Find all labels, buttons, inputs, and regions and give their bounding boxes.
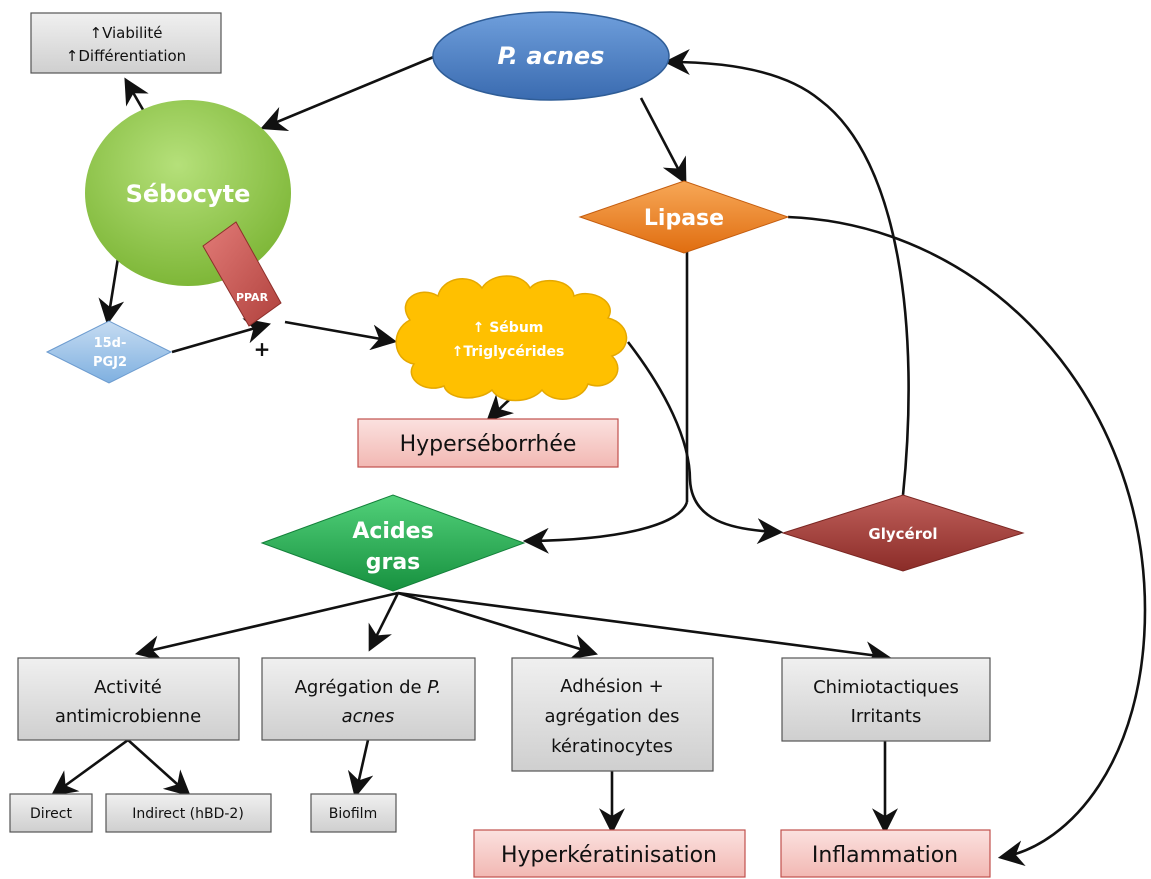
arrow-ppar-to-sebum bbox=[284, 320, 398, 351]
arrow-sebum-to-hyperseborrhee bbox=[486, 394, 515, 422]
adhesion-line1: Adhésion + bbox=[560, 676, 664, 697]
node-ppar: PPAR bbox=[202, 221, 282, 327]
glycerol-label: Glycérol bbox=[868, 525, 937, 543]
node-inflammation: Inflammation bbox=[780, 829, 991, 878]
plus-sign: + bbox=[254, 337, 271, 361]
agregation-line2: acnes bbox=[342, 706, 395, 727]
node-indirect: Indirect (hBD-2) bbox=[105, 793, 272, 833]
ppar-label: PPAR bbox=[236, 291, 269, 304]
indirect-label: Indirect (hBD-2) bbox=[132, 806, 244, 822]
agregation-line1-text: Agrégation de bbox=[295, 677, 428, 698]
arrow-acides-to-activite bbox=[134, 591, 399, 661]
arrow-acides-to-adhesion bbox=[397, 591, 598, 660]
arrow-agregation-to-biofilm bbox=[347, 739, 374, 799]
node-viability: ↑Viabilité ↑Différentiation bbox=[30, 12, 222, 74]
sebum-line2: ↑Triglycérides bbox=[452, 344, 565, 360]
node-biofilm: Biofilm bbox=[310, 793, 397, 833]
chimio-line1: Chimiotactiques bbox=[813, 677, 959, 698]
arrow-sebocyte-to-pgj2 bbox=[98, 257, 125, 326]
arrow-pacnes-to-lipase bbox=[639, 97, 687, 185]
acides-line1: Acides bbox=[352, 519, 433, 544]
node-adhesion: Adhésion + agrégation des kératinocytes bbox=[511, 657, 714, 772]
biofilm-label: Biofilm bbox=[329, 806, 377, 822]
hyperkeratinisation-label: Hyperkératinisation bbox=[501, 843, 717, 868]
node-direct: Direct bbox=[9, 793, 93, 833]
hyperseborrhee-label: Hyperséborrhée bbox=[400, 432, 577, 457]
adhesion-line2: agrégation des bbox=[544, 706, 679, 727]
acides-line2: gras bbox=[366, 550, 421, 575]
inflammation-label: Inflammation bbox=[812, 843, 958, 868]
arrow-pacnes-to-sebocyte bbox=[260, 54, 437, 132]
viability-line1: ↑Viabilité bbox=[90, 24, 163, 42]
node-sebocyte: Sébocyte bbox=[85, 100, 291, 286]
arrow-acides-to-agregation bbox=[368, 592, 400, 652]
arrow-activite-to-direct bbox=[50, 738, 129, 797]
node-activite: Activité antimicrobienne bbox=[17, 657, 240, 741]
connectors bbox=[50, 49, 1147, 867]
pgj2-line1: 15d- bbox=[94, 336, 127, 351]
pgj2-line2: PGJ2 bbox=[93, 355, 127, 370]
viability-line2: ↑Différentiation bbox=[66, 47, 186, 65]
direct-label: Direct bbox=[30, 806, 72, 822]
sebocyte-label: Sébocyte bbox=[126, 180, 251, 208]
agregation-line1-italic: P. bbox=[427, 677, 441, 698]
node-chimio: Chimiotactiques Irritants bbox=[781, 657, 991, 742]
agregation-line1: Agrégation de P. bbox=[295, 677, 442, 698]
arrow-sebum-to-glycerol bbox=[626, 341, 784, 545]
node-pgj2: 15d- PGJ2 bbox=[45, 320, 173, 384]
arrow-acides-to-chimio bbox=[397, 591, 892, 668]
node-glycerol: Glycérol bbox=[781, 494, 1025, 572]
node-hyperseborrhee: Hyperséborrhée bbox=[357, 418, 619, 468]
node-lipase: Lipase bbox=[578, 180, 790, 254]
lipase-label: Lipase bbox=[644, 206, 724, 231]
pacnes-label: P. acnes bbox=[498, 42, 605, 70]
arrow-lipase-to-inflammation bbox=[787, 215, 1147, 867]
activite-line2: antimicrobienne bbox=[55, 706, 201, 727]
sebum-line1: ↑ Sébum bbox=[473, 320, 544, 336]
node-acides-gras: Acides gras bbox=[260, 494, 526, 592]
arrow-pgj2-to-ppar bbox=[171, 318, 271, 354]
chimio-line2: Irritants bbox=[851, 706, 922, 727]
activite-line1: Activité bbox=[94, 677, 162, 698]
node-sebum: ↑ Sébum ↑Triglycérides bbox=[395, 275, 628, 402]
node-hyperkeratinisation: Hyperkératinisation bbox=[473, 829, 746, 878]
node-agregation: Agrégation de P. acnes bbox=[261, 657, 476, 741]
arrow-activite-to-indirect bbox=[127, 739, 191, 797]
arrow-glycerol-to-pacnes bbox=[663, 49, 910, 496]
arrow-lipase-to-acides bbox=[522, 501, 689, 554]
node-pacnes: P. acnes bbox=[432, 11, 670, 101]
adhesion-line3: kératinocytes bbox=[551, 736, 673, 757]
